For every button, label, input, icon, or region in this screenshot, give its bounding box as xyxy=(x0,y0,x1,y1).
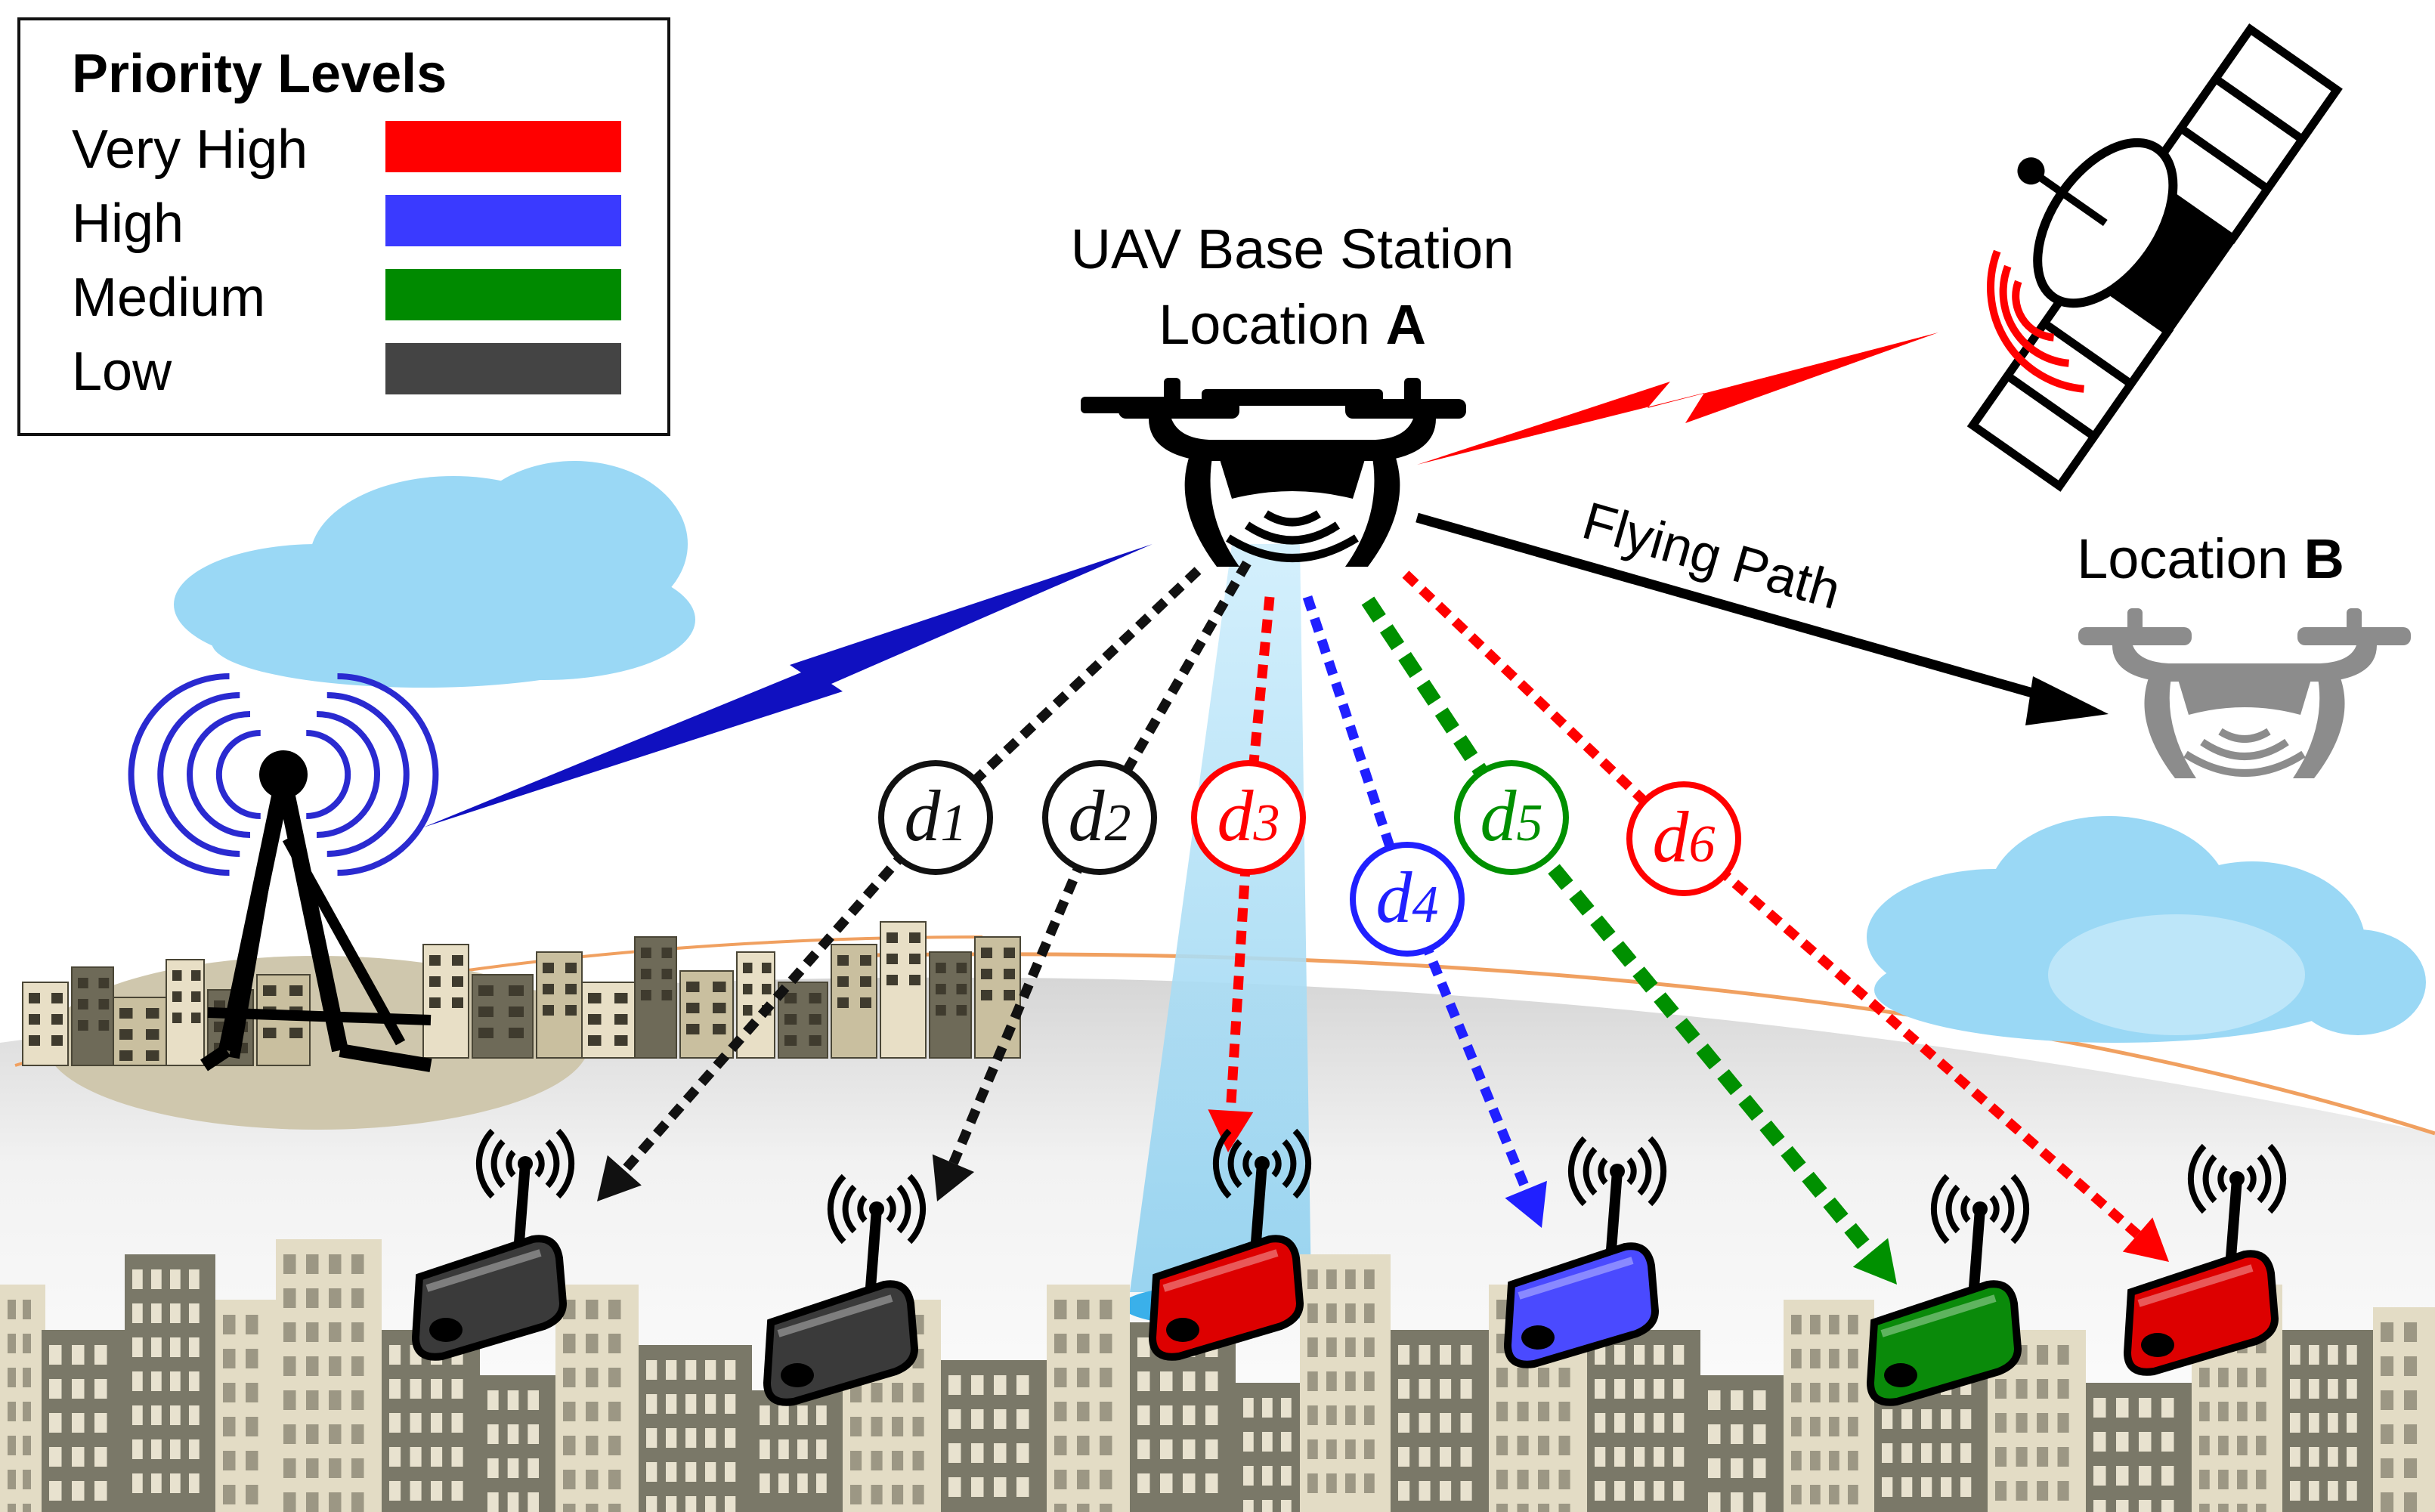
flying-path-arrow xyxy=(1416,512,2109,725)
device-link-upper xyxy=(932,567,1202,821)
wifi-signal-icon xyxy=(1930,1173,2030,1245)
device-link-arrowhead xyxy=(932,1154,975,1201)
tower-link xyxy=(423,544,1153,827)
iot-device-d6 xyxy=(2123,1143,2287,1376)
uav-coverage-beam xyxy=(1130,544,1311,1292)
cloud-right xyxy=(1867,816,2426,1043)
iot-device-d5 xyxy=(1866,1173,2030,1406)
uav-b-label: Location B xyxy=(2077,527,2344,590)
uav-b-location-letter: B xyxy=(2304,527,2344,590)
device-link-lower xyxy=(620,814,939,1174)
device-link-arrowhead xyxy=(2122,1217,2169,1262)
uav-base-station-icon xyxy=(1081,378,1466,567)
device-label-index: 3 xyxy=(1253,794,1280,852)
device-label-index: 1 xyxy=(941,794,967,852)
uav-location-b-icon xyxy=(2078,608,2411,778)
legend-swatch xyxy=(385,343,621,394)
legend-item: High xyxy=(72,193,621,254)
device-link-arrowhead xyxy=(1208,1109,1254,1152)
iot-device-d3 xyxy=(1148,1128,1312,1361)
satellite-link xyxy=(1417,332,1938,465)
uav-a-title: UAV Base Station xyxy=(1071,218,1515,280)
device-label-letter: d xyxy=(1376,857,1413,938)
legend-swatch xyxy=(385,195,621,246)
device-link-arrowhead xyxy=(1852,1238,1897,1285)
legend-item: Very High xyxy=(72,119,621,180)
iot-devices xyxy=(411,1128,2287,1406)
device-link-lower xyxy=(1505,812,1877,1257)
uav-a-label: UAV Base Station Location A xyxy=(1071,218,1515,356)
uav-b-location-prefix: Location xyxy=(2077,527,2304,590)
wifi-signal-icon xyxy=(827,1173,927,1245)
satellite-icon xyxy=(1966,23,2343,492)
device-label-d2: d2 xyxy=(1042,760,1157,875)
legend-item: Low xyxy=(72,342,621,402)
legend-title: Priority Levels xyxy=(72,44,447,104)
legend-label: High xyxy=(72,193,184,254)
wifi-signal-icon xyxy=(475,1128,575,1199)
device-link-arrowhead xyxy=(597,1155,642,1201)
svg-text:d4: d4 xyxy=(1376,857,1439,938)
svg-text:Location A: Location A xyxy=(1159,293,1426,356)
svg-text:d1: d1 xyxy=(905,775,967,856)
wifi-signal-icon xyxy=(2187,1143,2287,1214)
device-label-index: 4 xyxy=(1412,876,1439,934)
legend-label: Medium xyxy=(72,267,265,328)
svg-text:d5: d5 xyxy=(1480,775,1543,856)
device-label-d5: d5 xyxy=(1454,760,1569,875)
tower-signal-icon xyxy=(128,673,439,876)
uav-a-location-letter: A xyxy=(1385,293,1425,356)
legend-label: Low xyxy=(72,342,172,402)
device-label-letter: d xyxy=(1218,775,1255,856)
svg-text:d3: d3 xyxy=(1218,775,1280,856)
device-label-d6: d6 xyxy=(1626,781,1741,896)
legend-swatch xyxy=(385,269,621,320)
device-link-arrowhead xyxy=(1505,1180,1547,1228)
svg-text:d6: d6 xyxy=(1653,796,1716,877)
wifi-signal-icon xyxy=(1212,1128,1312,1199)
device-label-index: 6 xyxy=(1689,815,1716,873)
device-label-index: 5 xyxy=(1517,794,1543,852)
device-label-letter: d xyxy=(1069,775,1106,856)
legend-label: Very High xyxy=(72,119,308,180)
iot-device-d4 xyxy=(1503,1136,1667,1368)
legend-item: Medium xyxy=(72,267,621,328)
svg-text:d2: d2 xyxy=(1069,775,1131,856)
device-link-upper xyxy=(1402,570,1688,843)
device-label-d3: d3 xyxy=(1191,760,1306,875)
cell-tower xyxy=(128,673,439,1072)
device-label-index: 2 xyxy=(1105,794,1131,852)
cloud-left xyxy=(174,461,695,688)
device-label-letter: d xyxy=(1653,796,1690,877)
legend-swatch xyxy=(385,121,621,172)
far-skyline xyxy=(22,921,1021,1066)
wifi-signal-icon xyxy=(1567,1136,1667,1207)
device-label-d4: d4 xyxy=(1350,842,1465,957)
device-link-upper xyxy=(1095,560,1252,821)
device-label-d1: d1 xyxy=(878,760,993,875)
uav-a-location-prefix: Location xyxy=(1159,293,1385,356)
device-link-upper xyxy=(1302,595,1412,901)
iot-device-d2 xyxy=(763,1173,927,1406)
device-label-letter: d xyxy=(1480,775,1518,856)
device-label-letter: d xyxy=(905,775,942,856)
device-link-lower xyxy=(1680,835,2141,1238)
iot-device-d1 xyxy=(411,1128,575,1361)
satellite-signal-icon xyxy=(1987,249,2084,393)
device-link-lower xyxy=(948,815,1104,1165)
